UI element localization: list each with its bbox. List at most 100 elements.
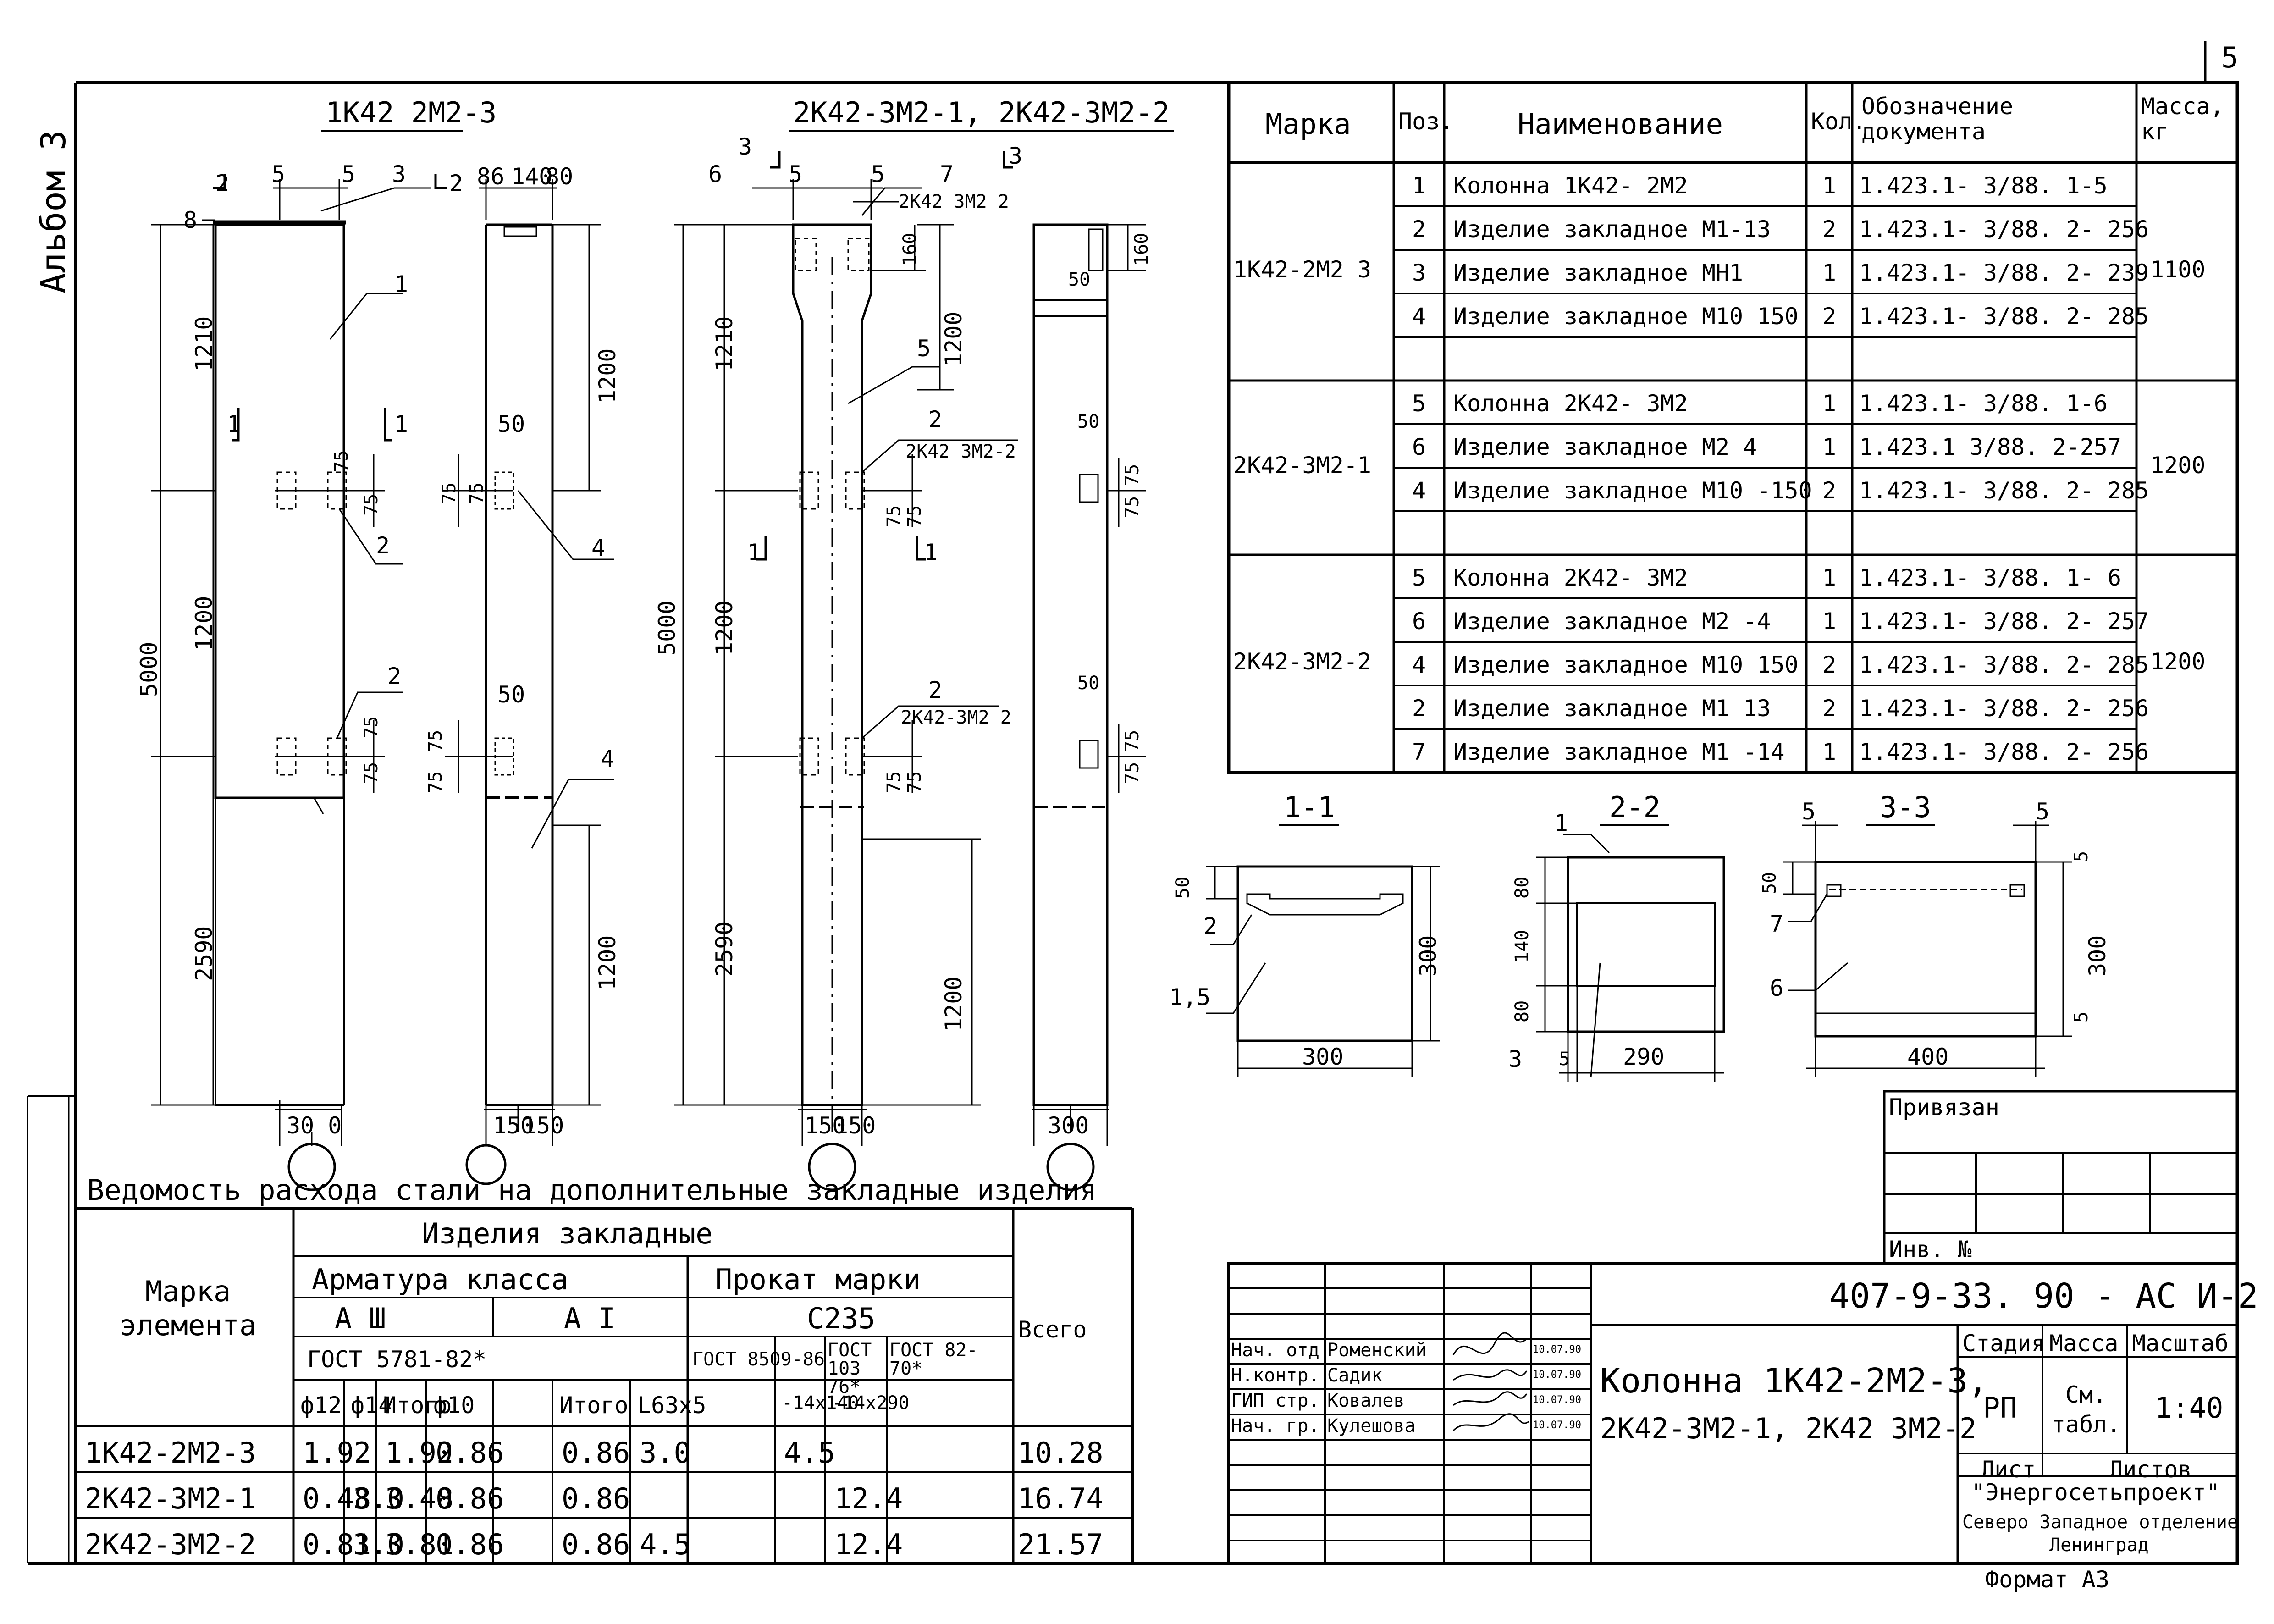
steel-row-value: 12.4 xyxy=(834,1528,903,1561)
steel-row-name: 2К42-3М2-1 xyxy=(85,1482,256,1515)
dim-160-col2-side: 160 xyxy=(1131,232,1152,266)
steel-header-prokat: Прокат марки xyxy=(715,1263,921,1296)
dim-5-col1-right: 5 xyxy=(342,161,356,188)
steel-row-name: 2К42-3М2-2 xyxy=(85,1528,256,1561)
cut-mark-1-right-col2: 1 xyxy=(924,539,938,566)
spec-row-doc: 1.423.1- 3/88. 1-5 xyxy=(1859,172,2108,199)
dim-75-col2-side-b: 75 xyxy=(1122,496,1143,518)
steel-row-name: 1К42-2М2-3 xyxy=(85,1436,256,1469)
steel-row-value: 0.86 xyxy=(436,1528,504,1561)
dim-150-150-col1b: 150 xyxy=(523,1112,564,1139)
dim-5-col2-left: 5 xyxy=(789,161,803,188)
section-2-2-dim80-bottom: 80 xyxy=(1512,1000,1533,1022)
spec-row-doc: 1.423.1- 3/88. 2- 257 xyxy=(1859,608,2149,635)
section-3-3-label-6: 6 xyxy=(1770,975,1784,1001)
signer-date: 10.07.90 xyxy=(1533,1344,1581,1355)
dim-75-side-c: 75 xyxy=(425,729,446,752)
dim-150-col2-b: 150 xyxy=(834,1112,876,1139)
dim-1210-col2: 1210 xyxy=(711,316,738,371)
spec-row-name: Изделие закладное М1-13 xyxy=(1453,216,1771,243)
tag-2k42-3m2-2-bottom: 2К42-3М2 2 xyxy=(901,707,1011,728)
section-1-1-title: 1-1 xyxy=(1284,790,1335,824)
spec-row-pos: 3 xyxy=(1412,260,1426,286)
steel-row-total: 10.28 xyxy=(1018,1436,1104,1469)
tag-2k42-3m2-2-top: 2К42 3М2 2 xyxy=(899,191,1009,212)
spec-row-qty: 1 xyxy=(1822,608,1837,635)
spec-header-qty: Кол. xyxy=(1811,108,1866,135)
dim-150-150-col1: 150 xyxy=(493,1112,535,1139)
cut-mark-2-right: 2 xyxy=(449,170,464,197)
dim-75-col2-side-c: 75 xyxy=(1122,729,1143,752)
privyazan-label: Привязан xyxy=(1889,1094,1999,1121)
steel-row-value: 3.48 xyxy=(385,1482,454,1515)
steel-row-value: 4.5 xyxy=(784,1436,835,1469)
callout-2-col2-bottom: 2 xyxy=(928,677,943,703)
document-code: 407-9-33. 90 - АС И-2 xyxy=(1829,1276,2258,1316)
dim-1200-col1-side-bottom: 1200 xyxy=(594,935,621,990)
cut-mark-1-left-col2: 1 xyxy=(747,539,762,566)
spec-row-pos: 7 xyxy=(1412,739,1426,765)
spec-row-name: Изделие закладное М10 150 xyxy=(1453,303,1799,330)
spec-group-marka: 2К42-3М2-1 xyxy=(1233,452,1372,479)
spec-header-marka: Марка xyxy=(1265,107,1351,141)
section-3-3-dim5-top: 5 xyxy=(2071,851,2092,862)
steel-header-c235: С235 xyxy=(807,1302,876,1335)
spec-header-doc: Обозначение документа xyxy=(1861,93,2014,145)
steel-header-izdelia: Изделия закладные xyxy=(422,1217,713,1250)
dim-30-0: 30 0 xyxy=(287,1112,342,1139)
signer-name: Кулешова xyxy=(1327,1415,1416,1436)
signer-date: 10.07.90 xyxy=(1533,1420,1581,1431)
spec-row-qty: 1 xyxy=(1822,260,1837,286)
dim-140: 140 xyxy=(511,163,553,190)
signer-date: 10.07.90 xyxy=(1533,1369,1581,1381)
dim-50-col1-side-b: 50 xyxy=(497,681,525,708)
organization-name: "Энергосетьпроект" xyxy=(1971,1479,2220,1506)
spec-row-doc: 1.423.1- 3/88. 2- 285 xyxy=(1859,652,2149,678)
cut-mark-3-left: 3 xyxy=(738,133,752,160)
callout-3-col1: 3 xyxy=(392,161,406,188)
dim-75-col2-side-d: 75 xyxy=(1122,762,1143,784)
spec-row-doc: 1.423.1- 3/88. 2- 285 xyxy=(1859,303,2149,330)
section-1-1-height: 300 xyxy=(1415,935,1441,977)
steel-row-value: 12.4 xyxy=(834,1482,903,1515)
steel-header-a1: А I xyxy=(564,1302,615,1335)
dim-75-side-b: 75 xyxy=(466,482,487,504)
spec-group-marka: 2К42-3М2-2 xyxy=(1233,648,1372,675)
spec-row-qty: 1 xyxy=(1822,434,1837,460)
steel-row-value: 3.0 xyxy=(640,1436,691,1469)
spec-header-pos: Поз. xyxy=(1398,108,1454,135)
callout-6: 6 xyxy=(708,161,723,188)
format-label: Формат А3 xyxy=(1985,1566,2109,1593)
callout-2-col1-top: 2 xyxy=(376,532,390,559)
spec-group-mass: 1100 xyxy=(2150,256,2206,283)
spec-row-name: Колонна 1К42- 2М2 xyxy=(1453,172,1688,199)
steel-row-value: 0.86 xyxy=(562,1528,630,1561)
section-3-3-label-7: 7 xyxy=(1770,911,1784,937)
steel-header-gost8509: ГОСТ 8509-86 xyxy=(692,1349,825,1370)
spec-header-mass: Масса, кг xyxy=(2141,93,2224,145)
organization-city: Ленинград xyxy=(2049,1535,2149,1556)
section-1-1-label-1-5: 1,5 xyxy=(1169,984,1211,1011)
steel-col-header: -14х290 xyxy=(832,1392,910,1414)
dim-75-col2-b: 75 xyxy=(904,505,925,527)
cut-mark-3-right: 3 xyxy=(1009,143,1023,169)
spec-row-doc: 1.423.1- 3/88. 2- 256 xyxy=(1859,216,2149,243)
dim-150-col2-a: 150 xyxy=(805,1112,846,1139)
spec-row-name: Изделие закладное М2 -4 xyxy=(1453,608,1771,635)
section-1-1-width: 300 xyxy=(1302,1044,1344,1070)
callout-5: 5 xyxy=(917,335,931,362)
section-2-2-title: 2-2 xyxy=(1609,790,1661,824)
section-3-3-height: 300 xyxy=(2084,935,2111,977)
dim-1200-col1-side-top: 1200 xyxy=(594,348,621,403)
spec-row-qty: 2 xyxy=(1822,652,1837,678)
signer-role: Н.контр. xyxy=(1231,1365,1319,1386)
spec-row-doc: 1.423.1- 3/88. 2- 256 xyxy=(1859,695,2149,722)
dim-5000-col1: 5000 xyxy=(136,641,162,697)
drawing-title-line2: 2К42-3М2-1, 2К42 3М2-2 xyxy=(1600,1412,1977,1445)
steel-row-value: 1.92 xyxy=(385,1436,454,1469)
section-2-2-label-1: 1 xyxy=(1554,810,1568,836)
callout-2-col2-top: 2 xyxy=(928,406,943,433)
signer-role: ГИП стр. xyxy=(1231,1390,1319,1411)
spec-row-doc: 1.423.1- 3/88. 2- 256 xyxy=(1859,739,2149,765)
spec-group-marka: 1К42-2М2 3 xyxy=(1233,256,1372,283)
